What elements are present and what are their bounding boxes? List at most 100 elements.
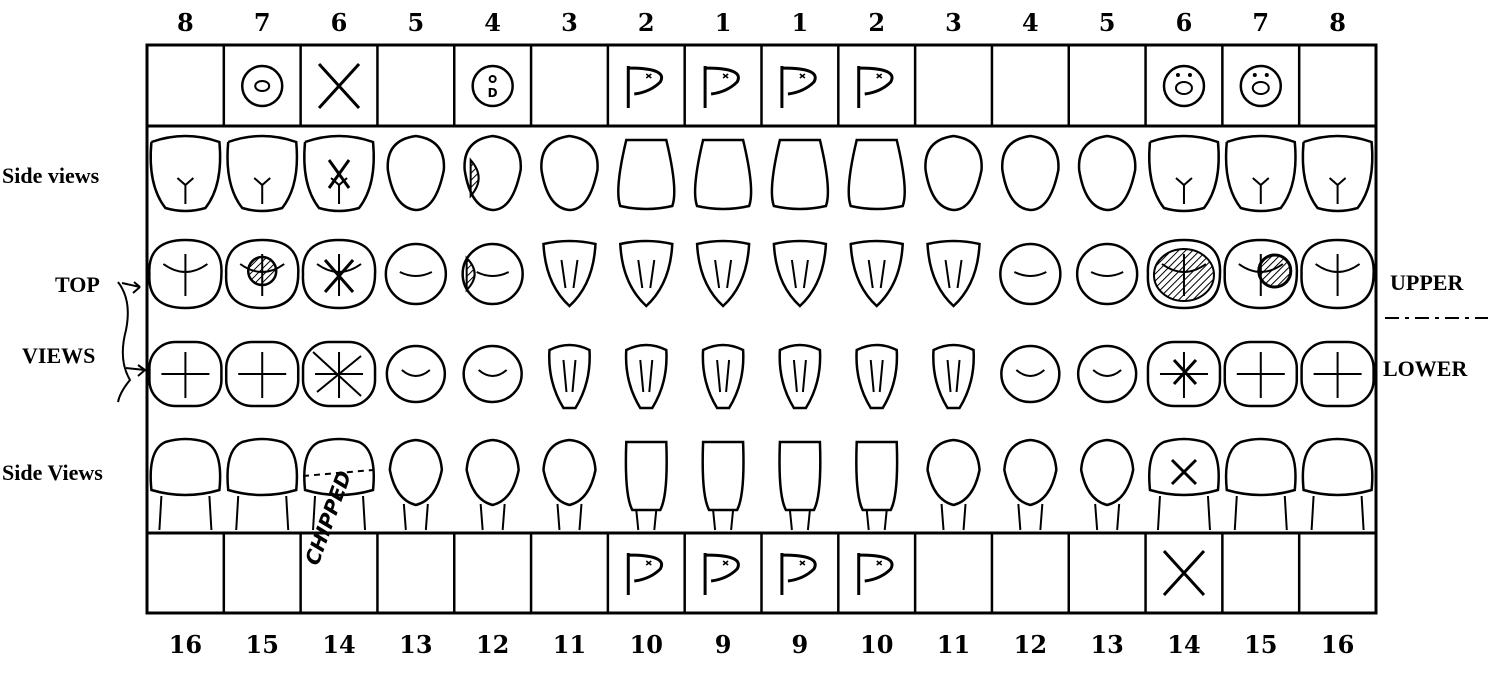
upper-occlusal-tooth	[620, 241, 672, 306]
crown-outline	[541, 136, 597, 210]
lower-occlusal-tooth	[780, 345, 820, 408]
ring-letter: D	[488, 86, 498, 100]
lower-occlusal-tooth	[226, 342, 298, 406]
occlusal-groove	[1316, 254, 1360, 296]
views-brace	[118, 282, 130, 402]
incisor-groove	[563, 360, 575, 392]
ring-mark	[242, 66, 282, 106]
incisor-outline	[856, 345, 896, 408]
incisor-groove	[561, 260, 577, 288]
p-mark	[859, 553, 892, 595]
lower-occlusal-tooth	[1225, 342, 1297, 406]
crown-outline	[1081, 440, 1133, 505]
upper-side-tooth	[227, 136, 296, 211]
upper-box-mark	[628, 66, 661, 108]
occlusal-groove	[1016, 370, 1044, 376]
root-outline	[867, 510, 887, 530]
root-outline	[557, 504, 581, 530]
crown-outline	[1303, 439, 1372, 495]
lower-side-tooth	[151, 439, 220, 530]
incisor-outline	[543, 241, 595, 306]
lower-side-tooth	[227, 439, 296, 530]
upper-side-tooth	[849, 140, 905, 209]
ring-inner	[1253, 82, 1269, 94]
lower-side-tooth	[467, 440, 519, 530]
lower-arrow	[126, 365, 145, 376]
occlusal-groove	[479, 370, 507, 376]
crown-outline	[151, 439, 220, 495]
ring-inner	[255, 81, 269, 91]
lower-side-tooth	[304, 439, 373, 530]
p-mark	[859, 66, 892, 108]
occlusal-outline	[464, 346, 522, 402]
root-outline	[713, 510, 733, 530]
crown-groove	[1330, 178, 1346, 204]
root-outline	[1158, 496, 1210, 530]
root-outline	[636, 510, 656, 530]
incisor-outline	[851, 241, 903, 306]
incisor-groove	[717, 360, 729, 392]
crown-groove	[1253, 178, 1269, 204]
upper-occlusal-tooth	[697, 241, 749, 306]
upper-side-tooth	[541, 136, 597, 210]
incisor-outline	[626, 345, 666, 408]
occlusal-outline	[387, 346, 445, 402]
upper-side-tooth	[1079, 136, 1135, 210]
incisor-groove	[792, 260, 808, 288]
p-mark	[705, 553, 738, 595]
incisor-outline	[933, 345, 973, 408]
lower-occlusal-tooth	[626, 345, 666, 408]
root-outline	[1312, 496, 1364, 530]
ring-inner	[1176, 82, 1192, 94]
lower-occlusal-tooth	[1001, 346, 1059, 402]
upper-occlusal-tooth	[928, 241, 980, 306]
crown-outline	[695, 140, 751, 209]
crown-outline	[626, 442, 667, 510]
root-outline	[159, 496, 211, 530]
top-arrow	[122, 282, 140, 293]
incisor-groove	[640, 360, 652, 392]
occlusal-outline	[1000, 244, 1060, 304]
lower-side-tooth	[390, 440, 442, 530]
ring-mark	[1241, 66, 1281, 106]
cavity-shading	[248, 257, 276, 285]
incisor-outline	[928, 241, 980, 306]
ring-mark	[1164, 66, 1204, 106]
upper-occlusal-tooth	[386, 244, 446, 304]
occlusal-groove	[161, 352, 209, 398]
crown-outline	[856, 442, 897, 510]
upper-side-tooth	[1002, 136, 1058, 210]
upper-box-mark	[242, 66, 282, 106]
p-mark-detail	[723, 561, 728, 565]
ring-dot	[1188, 73, 1192, 77]
root-outline	[1018, 504, 1042, 530]
p-mark-detail	[723, 74, 728, 78]
lower-box-mark	[782, 553, 815, 595]
crown-outline	[390, 440, 442, 505]
crown-outline	[703, 442, 744, 510]
upper-side-tooth	[151, 136, 220, 211]
lower-side-tooth	[780, 442, 821, 530]
crown-outline	[1002, 136, 1058, 210]
incisor-groove	[948, 360, 960, 392]
p-mark-detail	[646, 74, 651, 78]
root-outline	[313, 496, 365, 530]
incisor-groove	[946, 260, 962, 288]
occlusal-groove	[1314, 352, 1362, 398]
crown-outline	[304, 439, 373, 495]
occlusal-outline	[386, 244, 446, 304]
lower-side-tooth	[1149, 439, 1218, 530]
chipped-line	[303, 470, 373, 476]
incisor-groove	[794, 360, 806, 392]
p-mark-detail	[800, 561, 805, 565]
lower-occlusal-tooth	[549, 345, 589, 408]
crown-outline	[772, 140, 828, 209]
lower-occlusal-tooth	[1078, 346, 1136, 402]
crown-outline	[1149, 439, 1218, 495]
lower-side-tooth	[1303, 439, 1372, 530]
crown-outline	[227, 439, 296, 495]
root-outline	[942, 504, 966, 530]
occlusal-groove	[163, 254, 207, 296]
lower-box-mark	[1164, 551, 1204, 595]
ring-dot	[490, 76, 496, 82]
